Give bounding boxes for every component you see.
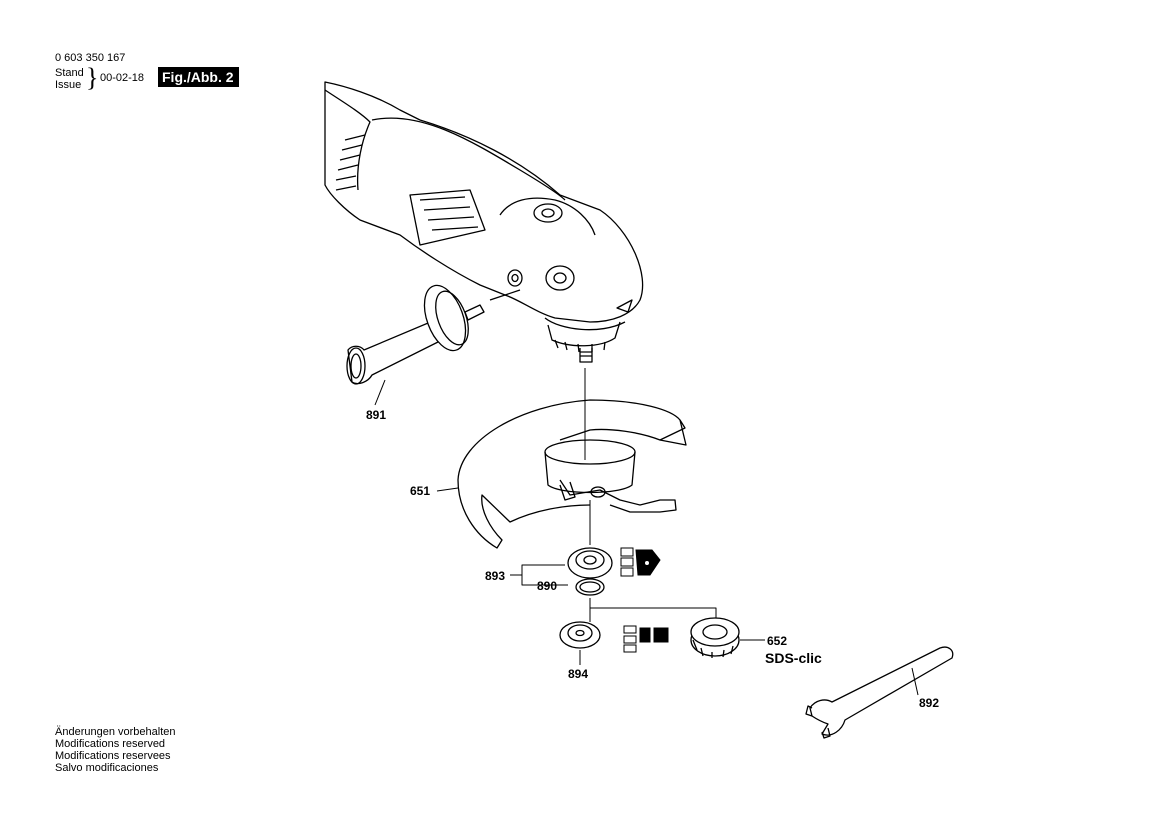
- callout-891: 891: [366, 408, 387, 422]
- stand-issue-labels: Stand Issue: [55, 67, 84, 91]
- flange-890: [567, 547, 613, 596]
- note-de: Änderungen vorbehalten: [55, 726, 176, 738]
- issue-date: 00-02-18: [100, 72, 145, 84]
- guard-651: [457, 399, 687, 549]
- part-number: 0 603 350 167: [55, 52, 126, 64]
- brace-glyph: }: [86, 63, 99, 92]
- flange-894: [559, 621, 601, 649]
- callout-894: 894: [568, 667, 589, 681]
- note-fr: Modifications reservees: [55, 750, 171, 762]
- leader-lines: [374, 368, 919, 696]
- modifications-notice: Änderungen vorbehalten Modifications res…: [55, 726, 175, 774]
- mounting-pictogram-1: [620, 547, 661, 577]
- sds-clic-nut-652: [690, 617, 740, 658]
- grinder-body: [324, 81, 644, 363]
- two-pin-wrench-892: [805, 646, 954, 739]
- callout-651: 651: [410, 484, 431, 498]
- note-es: Salvo modificaciones: [55, 762, 159, 774]
- figure-label: Fig./Abb. 2: [158, 67, 239, 87]
- sds-clic-logo: SDS-clic: [765, 650, 822, 666]
- auxiliary-handle: [346, 284, 485, 385]
- mounting-pictogram-2: [623, 625, 669, 653]
- note-en: Modifications reserved: [55, 738, 166, 750]
- callout-890: 890: [537, 579, 558, 593]
- callout-892: 892: [919, 696, 940, 710]
- issue-label: Issue: [55, 79, 82, 91]
- callout-652: 652: [767, 634, 788, 648]
- callout-893: 893: [485, 569, 506, 583]
- stand-label: Stand: [55, 67, 84, 79]
